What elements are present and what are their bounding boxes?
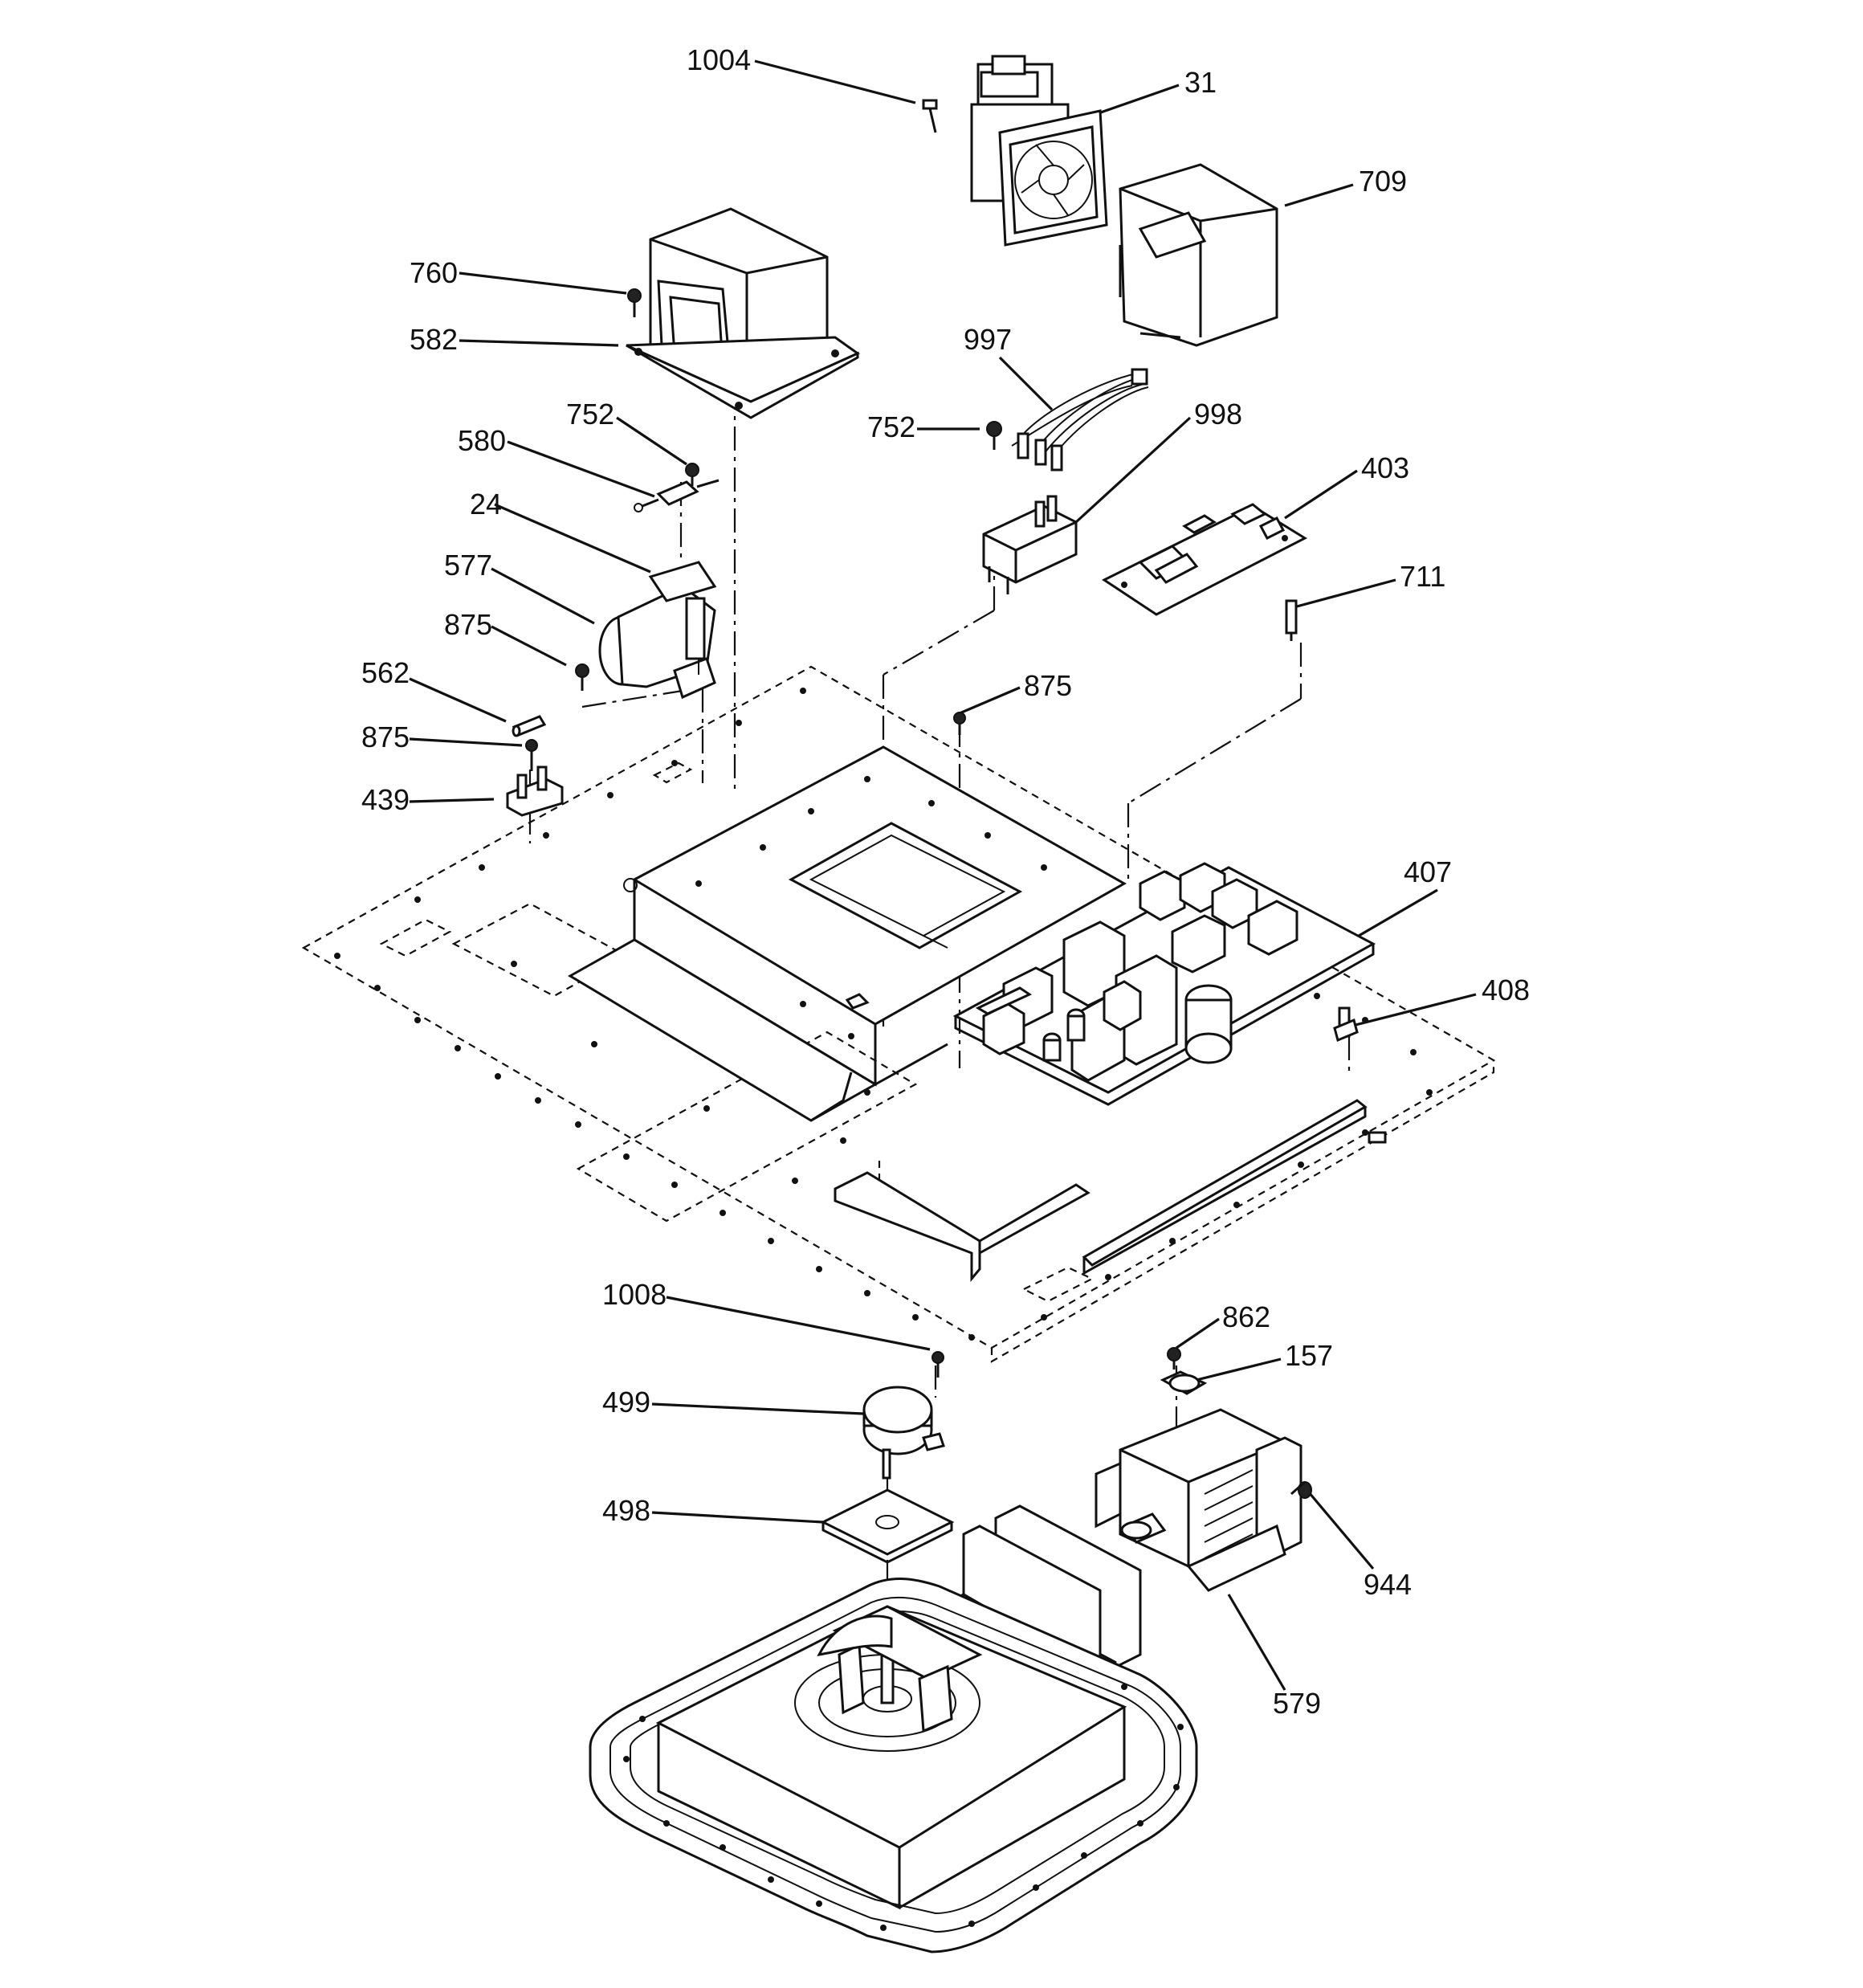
magnetron-579 [1095, 1408, 1302, 1592]
stirrer-motor-499 [862, 1386, 945, 1480]
cover-shield-709 [1119, 163, 1278, 347]
label-407: 407 [1404, 855, 1452, 888]
label-998: 998 [1194, 398, 1242, 431]
thermal-fuse-580 [634, 479, 720, 512]
label-711: 711 [1400, 560, 1445, 593]
screw-760 [627, 288, 642, 317]
fuse-holder-439 [506, 765, 564, 817]
leader-lines [409, 59, 1477, 1691]
transformer-582 [626, 207, 860, 419]
screw-862 [1167, 1347, 1181, 1370]
label-875-c: 875 [361, 720, 410, 753]
screw-875-c [525, 739, 538, 771]
control-board-403 [1102, 503, 1308, 616]
label-875-b: 875 [1024, 669, 1072, 702]
label-579: 579 [1273, 1687, 1321, 1720]
screw-944 [1290, 1480, 1312, 1499]
standoff-711 [1285, 599, 1298, 641]
main-control-board-407 [952, 862, 1376, 1106]
waveguide-housing [568, 745, 1127, 1122]
label-997: 997 [964, 323, 1012, 356]
spacer-408 [1333, 1006, 1359, 1043]
label-709: 709 [1359, 165, 1407, 198]
cavity-top [589, 1578, 1198, 1953]
label-582: 582 [410, 323, 458, 356]
screw-875-b [953, 712, 966, 735]
fan-motor-assembly [970, 55, 1108, 247]
label-439: 439 [361, 783, 410, 816]
screw-875-a [575, 663, 589, 691]
wire-harness-997 [1011, 368, 1149, 471]
thermostat-157 [1160, 1370, 1208, 1395]
label-760: 760 [410, 256, 458, 289]
label-31: 31 [1184, 66, 1217, 99]
support-rails [834, 993, 1387, 1283]
motor-577 [598, 561, 717, 700]
screw-752-left [685, 463, 699, 486]
label-752-right: 752 [867, 410, 915, 443]
stirrer-pad-498 [820, 1488, 955, 1564]
label-562: 562 [361, 656, 410, 689]
label-498: 498 [602, 1494, 650, 1527]
screw-752-right [986, 421, 1002, 450]
label-1008: 1008 [602, 1278, 667, 1311]
callout-labels: 1004 31 709 760 582 997 752 752 998 580 … [361, 43, 1530, 1720]
label-403: 403 [1361, 451, 1409, 484]
screw-1004 [922, 99, 938, 133]
relay-998 [982, 495, 1078, 594]
screw-1008 [932, 1351, 944, 1378]
label-577: 577 [444, 549, 492, 582]
label-499: 499 [602, 1386, 650, 1419]
label-24: 24 [470, 488, 502, 520]
label-1004: 1004 [687, 43, 751, 76]
label-944: 944 [1364, 1568, 1412, 1601]
fuse-562 [512, 715, 547, 737]
label-157: 157 [1285, 1339, 1333, 1372]
label-752-left: 752 [566, 398, 614, 431]
label-580: 580 [458, 424, 506, 457]
label-408: 408 [1482, 974, 1530, 1006]
label-875-a: 875 [444, 608, 492, 641]
label-862: 862 [1222, 1300, 1270, 1333]
